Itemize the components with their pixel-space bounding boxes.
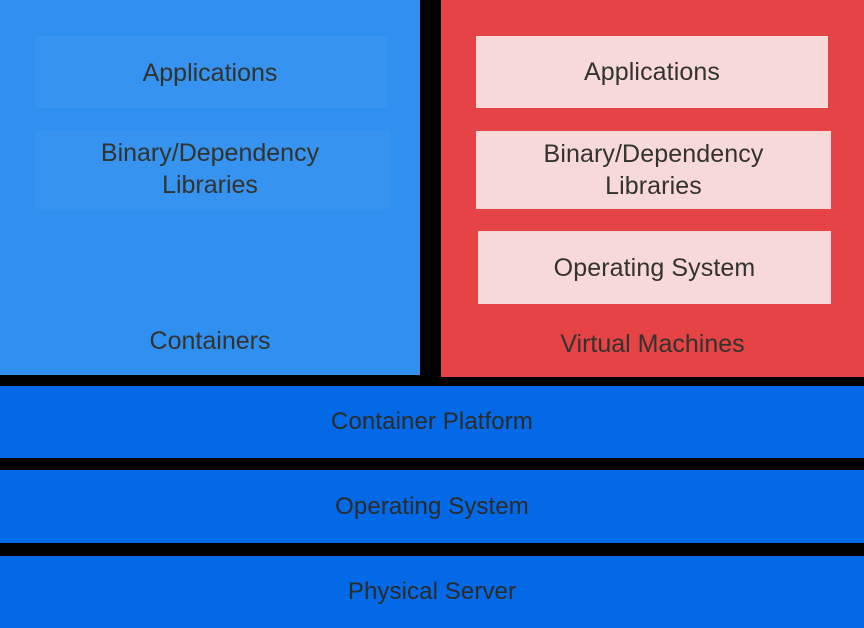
vm-layer-label-operating-system: Operating System xyxy=(553,253,756,282)
foundation-bar-label-container-platform: Container Platform xyxy=(331,408,533,435)
vm-panel: Applications Binary/Dependency Libraries… xyxy=(441,0,864,377)
vm-layer-box-applications: Applications xyxy=(476,36,828,108)
vm-layer-label-libraries: Binary/Dependency Libraries xyxy=(543,140,764,200)
vm-layer-box-operating-system: Operating System xyxy=(478,231,831,304)
containers-layer-label-libraries: Binary/Dependency Libraries xyxy=(100,139,320,199)
vm-panel-caption: Virtual Machines xyxy=(560,330,745,358)
vm-layer-label-applications: Applications xyxy=(583,58,720,86)
foundation-bar-label-physical-server: Physical Server xyxy=(347,578,517,605)
containers-panel-caption: Containers xyxy=(149,327,271,355)
containers-layer-label-applications: Applications xyxy=(142,59,278,87)
foundation-bar-container-platform: Container Platform xyxy=(0,386,864,458)
vm-layer-box-libraries: Binary/Dependency Libraries xyxy=(476,131,831,209)
foundation-bar-label-operating-system: Operating System xyxy=(335,492,529,520)
containers-panel: Applications Binary/Dependency Libraries… xyxy=(0,0,420,375)
foundation-bar-physical-server: Physical Server xyxy=(0,556,864,628)
foundation-bar-operating-system: Operating System xyxy=(0,470,864,543)
